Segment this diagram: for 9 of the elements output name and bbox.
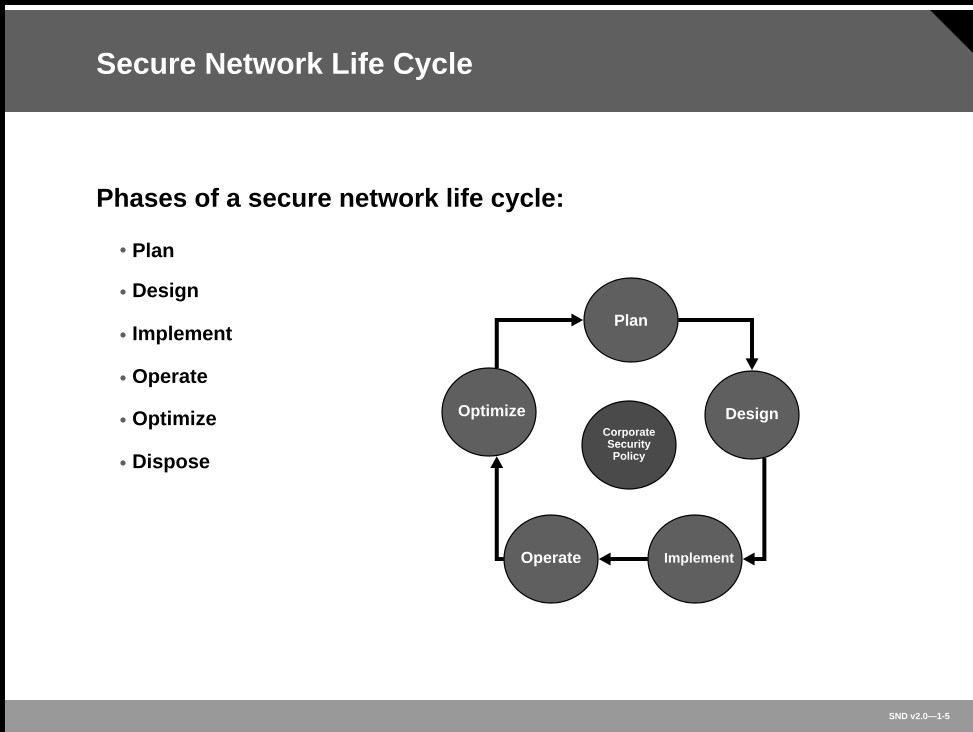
slide-title: Secure Network Life Cycle <box>97 52 472 80</box>
footer-text: SND v2.0—1-5 <box>889 712 950 720</box>
bullet-item: Dispose <box>134 454 210 472</box>
bullet-item: Operate <box>133 368 208 388</box>
bullet-item: Plan <box>134 242 174 258</box>
subtitle: Phases of a secure network life cycle: <box>98 188 562 212</box>
bullet-item: Design <box>134 282 198 302</box>
bullet-item: Implement <box>134 326 232 344</box>
bullet-item: Optimize <box>133 410 216 430</box>
